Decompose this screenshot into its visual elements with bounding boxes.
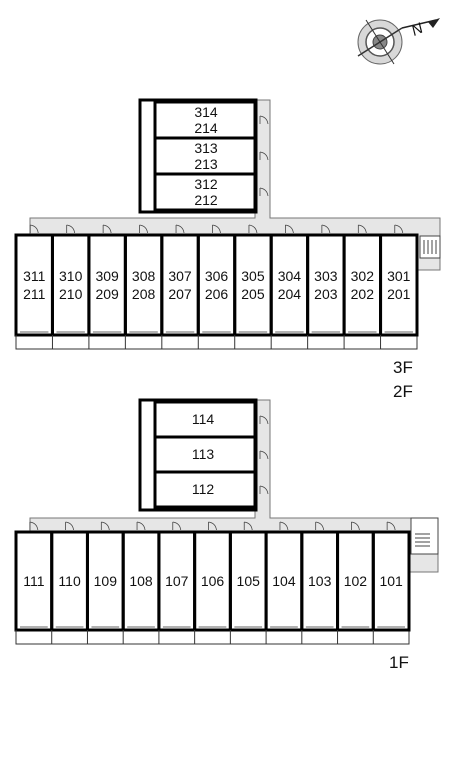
unit-label-107: 107: [165, 573, 189, 589]
door-icon: [259, 415, 269, 425]
door-icon: [285, 224, 294, 234]
floor-label-1f: 1F: [389, 653, 409, 672]
unit-label-211: 211: [23, 286, 46, 302]
lower-wing-frame: [138, 398, 258, 512]
unit-label-314: 314: [194, 104, 218, 120]
door-icon: [259, 115, 269, 125]
door-icon: [321, 224, 331, 234]
door-icon: [65, 521, 74, 531]
unit-label-102: 102: [344, 573, 368, 589]
upper-balcony: [15, 334, 418, 350]
lower-balcony: [15, 629, 410, 645]
unit-label-114: 114: [192, 411, 215, 427]
door-icon: [102, 224, 112, 234]
unit-label-201: 201: [387, 286, 411, 302]
unit-label-311: 311: [23, 268, 46, 284]
door-icon: [139, 224, 148, 234]
door-icon: [208, 521, 217, 531]
door-icon: [175, 224, 185, 234]
door-icon: [386, 521, 396, 531]
unit-label-101: 101: [379, 573, 403, 589]
unit-label-309: 309: [95, 268, 119, 284]
door-icon: [259, 450, 269, 460]
upper-stairs-icon: [419, 235, 441, 259]
unit-label-206: 206: [205, 286, 229, 302]
unit-112: 112: [153, 470, 269, 509]
floor-label-2f: 2F: [393, 382, 413, 401]
door-icon: [100, 521, 110, 531]
unit-label-213: 213: [194, 156, 218, 172]
unit-label-105: 105: [237, 573, 261, 589]
unit-108: 108: [121, 521, 161, 644]
door-icon: [279, 521, 289, 531]
unit-label-313: 313: [194, 140, 218, 156]
upper-wing-frame: [138, 98, 258, 214]
door-icon: [136, 521, 146, 531]
unit-label-113: 113: [192, 446, 215, 462]
unit-label-209: 209: [95, 286, 119, 302]
door-icon: [29, 224, 39, 234]
door-icon: [394, 224, 404, 234]
unit-label-208: 208: [132, 286, 156, 302]
door-icon: [315, 521, 325, 531]
unit-label-302: 302: [351, 268, 375, 284]
compass-rose-icon: N: [357, 18, 440, 65]
unit-label-301: 301: [387, 268, 411, 284]
unit-label-305: 305: [241, 268, 265, 284]
unit-label-110: 110: [58, 573, 81, 589]
door-icon: [259, 485, 269, 495]
unit-label-307: 307: [168, 268, 192, 284]
unit-label-103: 103: [308, 573, 332, 589]
door-icon: [259, 187, 269, 197]
unit-label-207: 207: [168, 286, 192, 302]
door-icon: [248, 224, 258, 234]
unit-label-306: 306: [205, 268, 229, 284]
door-icon: [29, 521, 39, 531]
unit-label-202: 202: [351, 286, 375, 302]
unit-label-111: 111: [23, 573, 44, 589]
unit-label-210: 210: [59, 286, 83, 302]
unit-label-204: 204: [278, 286, 302, 302]
unit-label-112: 112: [192, 481, 215, 497]
door-icon: [259, 151, 269, 161]
unit-101: 101: [371, 521, 411, 644]
unit-label-108: 108: [129, 573, 153, 589]
unit-label-109: 109: [94, 573, 118, 589]
door-icon: [357, 224, 367, 234]
door-icon: [212, 224, 221, 234]
unit-label-303: 303: [314, 268, 338, 284]
unit-label-106: 106: [201, 573, 225, 589]
unit-label-312: 312: [194, 176, 218, 192]
unit-label-212: 212: [194, 192, 218, 208]
unit-label-304: 304: [278, 268, 302, 284]
floor-label-3f: 3F: [393, 358, 413, 377]
unit-label-203: 203: [314, 286, 338, 302]
unit-label-214: 214: [194, 120, 218, 136]
door-icon: [243, 521, 253, 531]
door-icon: [351, 521, 360, 531]
unit-label-104: 104: [272, 573, 296, 589]
unit-label-310: 310: [59, 268, 83, 284]
unit-label-205: 205: [241, 286, 265, 302]
door-icon: [66, 224, 76, 234]
upper-row-frame: [14, 233, 419, 337]
lower-stairs-icon: [410, 517, 439, 555]
door-icon: [172, 521, 182, 531]
unit-label-308: 308: [132, 268, 156, 284]
